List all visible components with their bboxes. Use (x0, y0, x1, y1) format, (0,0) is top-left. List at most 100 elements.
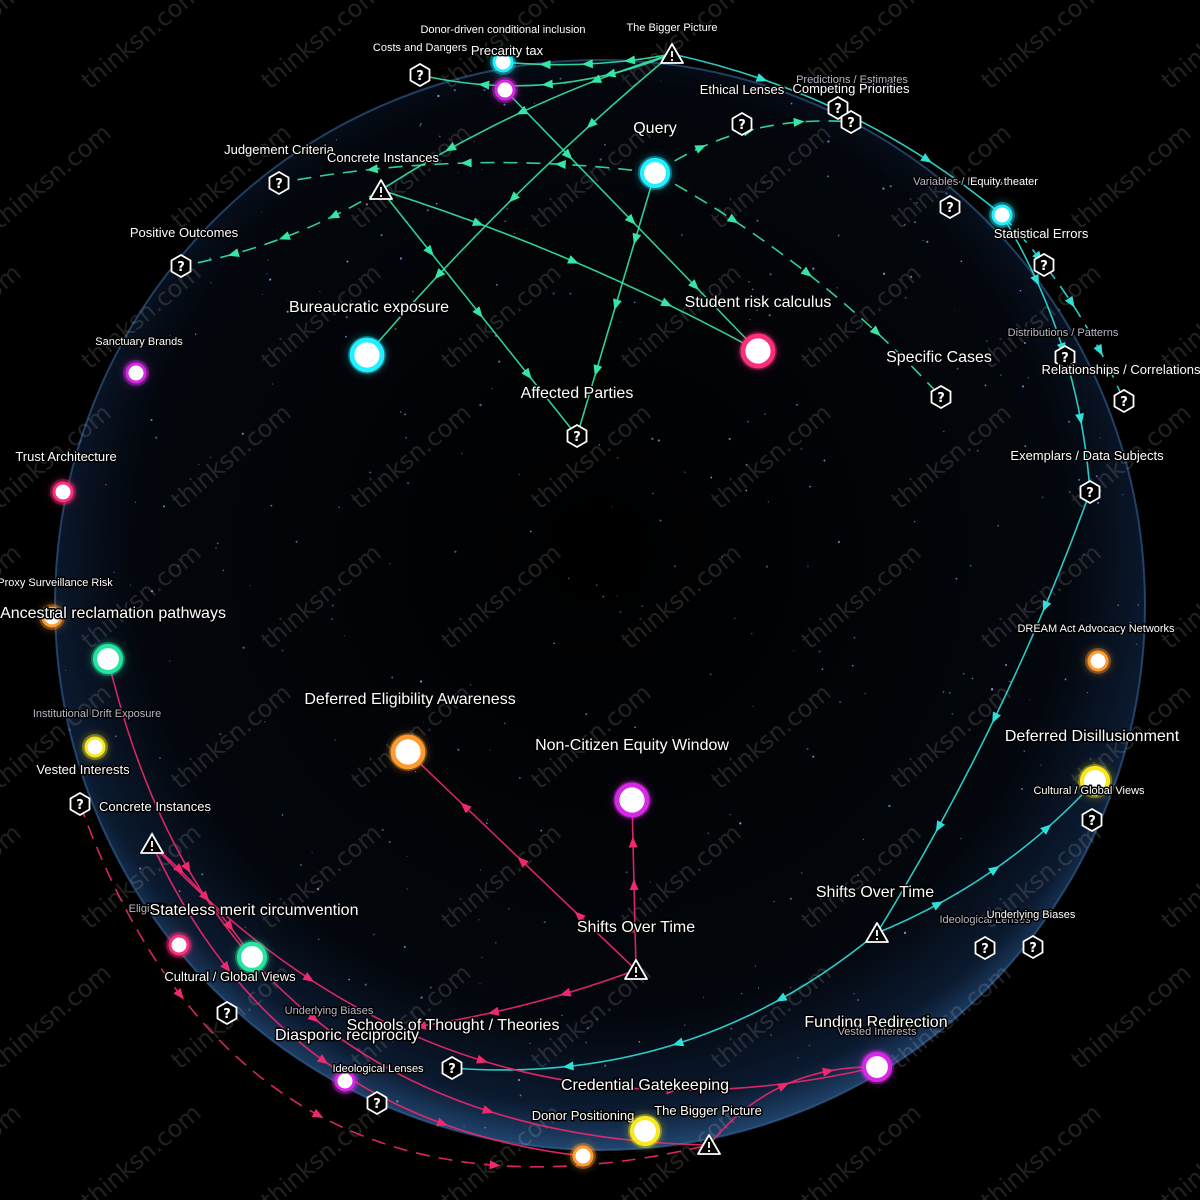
question-hex-icon[interactable]: ? (1022, 934, 1044, 960)
graph-node-credential-gatekeeping[interactable]: Credential Gatekeeping (559, 1076, 730, 1096)
warning-triangle-icon[interactable] (140, 833, 164, 854)
graph-node-costs-dangers[interactable]: ?Costs and Dangers (371, 41, 469, 88)
graph-node-deferred-eligibility[interactable]: Deferred Eligibility Awareness (303, 690, 517, 771)
question-hex-icon[interactable]: ? (974, 935, 996, 961)
question-hex-icon[interactable]: ? (366, 1090, 388, 1116)
node-dot[interactable] (861, 1051, 893, 1083)
warning-triangle-icon[interactable] (697, 1134, 721, 1155)
graph-node-institutional-drift[interactable]: Institutional Drift Exposure (31, 707, 162, 722)
node-dot[interactable] (125, 362, 147, 384)
question-hex-icon[interactable]: ? (566, 423, 588, 449)
question-hex-icon[interactable]: ? (1081, 807, 1103, 833)
graph-node-non-citizen-equity[interactable]: Non-Citizen Equity Window (534, 736, 731, 819)
question-hex-icon[interactable]: ? (731, 111, 753, 137)
graph-node-predictions[interactable]: ?Predictions / Estimates (795, 73, 910, 121)
graph-node-donor-positioning[interactable]: Donor Positioning (530, 1107, 636, 1169)
graph-node-precarity-tax-m[interactable] (492, 77, 518, 103)
graph-node-pink-left-small[interactable] (166, 932, 192, 958)
graph-node-sanctuary-brands[interactable]: Sanctuary Brands (94, 335, 185, 386)
node-dot[interactable] (629, 1115, 661, 1147)
question-hex-icon[interactable]: ? (930, 384, 952, 410)
graph-node-bigger-picture-top[interactable]: The Bigger Picture (625, 21, 719, 64)
question-hex-icon[interactable]: ? (1054, 344, 1076, 370)
question-hex-icon[interactable]: ? (840, 109, 862, 135)
graph-node-variables[interactable]: ?Variables / Metrics (912, 175, 1005, 220)
graph-node-yellow-bottom[interactable] (628, 1114, 662, 1148)
graph-node-deferred-disillusionment[interactable]: Deferred Disillusionment (1003, 727, 1181, 798)
graph-node-ideological-lenses-left[interactable]: Ideological Lenses (331, 1062, 426, 1094)
graph-node-relationships[interactable]: ?Relationships / Correlations (1040, 361, 1200, 414)
graph-node-underlying-biases-left[interactable]: Underlying Biases (283, 1004, 375, 1019)
graph-node-concrete-instances-left[interactable]: ?Concrete Instances (69, 791, 213, 817)
node-dot[interactable] (492, 51, 514, 73)
node-dot[interactable] (349, 337, 385, 373)
node-dot[interactable] (390, 734, 426, 770)
node-dot[interactable] (92, 643, 124, 675)
node-dot[interactable] (168, 934, 190, 956)
graph-node-vested-interests-right[interactable]: Vested Interests (836, 1025, 918, 1040)
warning-triangle-icon[interactable] (624, 959, 648, 980)
graph-node-competing-priorities[interactable]: ?Competing Priorities (791, 80, 912, 135)
node-dot[interactable] (572, 1145, 594, 1167)
graph-node-bureaucratic-exposure[interactable]: Bureaucratic exposure (287, 298, 451, 374)
graph-node-concrete-instances-top[interactable]: Concrete Instances (325, 149, 441, 200)
graph-node-proxy-surveillance[interactable]: Proxy Surveillance Risk (0, 576, 115, 591)
graph-node-student-risk[interactable]: Student risk calculus (683, 293, 833, 370)
question-hex-icon[interactable]: ? (69, 791, 91, 817)
graph-node-cultural-global-left[interactable]: ?Cultural / Global Views (163, 968, 298, 1026)
graph-node-judgement-criteria[interactable]: ?Judgement Criteria (223, 141, 336, 196)
question-hex-icon[interactable]: ? (216, 1000, 238, 1026)
graph-node-precarity-tax[interactable]: Precarity tax (469, 42, 545, 75)
graph-node-shifts-over-time-right[interactable]: Shifts Over Time (814, 883, 936, 943)
warning-triangle-icon[interactable] (369, 179, 393, 200)
graph-node-distributions[interactable]: ?Distributions / Patterns (1006, 326, 1120, 370)
node-dot[interactable] (639, 157, 671, 189)
node-dot[interactable] (84, 736, 106, 758)
node-dot[interactable] (334, 1070, 356, 1092)
node-dot[interactable] (41, 606, 63, 628)
graph-node-affected-parties[interactable]: ?Affected Parties (519, 384, 635, 449)
question-hex-icon[interactable]: ? (170, 253, 192, 279)
graph-node-ideo-hex-left[interactable]: ? (366, 1090, 388, 1116)
graph-node-shifts-over-time-center[interactable]: Shifts Over Time (575, 918, 697, 980)
node-dot[interactable] (1087, 650, 1109, 672)
question-hex-icon[interactable]: ? (1079, 479, 1101, 505)
warning-triangle-icon[interactable] (865, 922, 889, 943)
graph-node-specific-cases[interactable]: ?Specific Cases (885, 348, 993, 410)
graph-node-underlying-biases-right[interactable]: ?Underlying Biases (985, 908, 1077, 960)
graph-node-eligibility[interactable]: Eligibility (127, 902, 173, 917)
node-dot[interactable] (236, 941, 268, 973)
graph-node-donor-inclusion[interactable]: Donor-driven conditional inclusion (419, 23, 587, 38)
graph-node-ethical-lenses[interactable]: ?Ethical Lenses (698, 81, 786, 137)
graph-node-funding-redirection[interactable]: Funding Redirection (803, 1013, 949, 1084)
graph-node-statistical-errors[interactable]: ?Statistical Errors (992, 225, 1090, 278)
node-dot[interactable] (740, 333, 776, 369)
graph-node-schools-of-thought[interactable]: ?Schools of Thought / Theories (345, 1016, 561, 1081)
question-hex-icon[interactable]: ? (827, 95, 849, 121)
node-dot[interactable] (991, 204, 1013, 226)
node-dot[interactable] (52, 481, 74, 503)
question-hex-icon[interactable]: ? (441, 1055, 463, 1081)
node-dot[interactable] (1079, 765, 1111, 797)
question-hex-icon[interactable]: ? (409, 62, 431, 88)
question-hex-icon[interactable]: ? (1033, 252, 1055, 278)
warning-triangle-icon[interactable] (660, 43, 684, 64)
graph-node-warning-left[interactable] (140, 833, 164, 854)
graph-node-vested-interests-left[interactable]: Vested Interests (35, 734, 132, 779)
graph-node-cultural-global-right[interactable]: ?Cultural / Global Views (1032, 784, 1147, 833)
graph-node-dream-act[interactable]: DREAM Act Advocacy Networks (1016, 622, 1177, 674)
graph-node-ancestral-reclamation[interactable]: Ancestral reclamation pathways (0, 604, 227, 630)
question-hex-icon[interactable]: ? (268, 170, 290, 196)
graph-node-bigger-picture-bottom[interactable]: The Bigger Picture (653, 1102, 763, 1155)
question-hex-icon[interactable]: ? (1113, 388, 1135, 414)
node-dot[interactable] (614, 782, 650, 818)
graph-node-exemplars[interactable]: ?Exemplars / Data Subjects (1009, 447, 1166, 505)
graph-node-diasporic-reciprocity[interactable]: Diasporic reciprocity (273, 1026, 420, 1046)
graph-node-ideological-lenses-right[interactable]: ?Ideological Lenses (938, 913, 1033, 961)
graph-node-trust-architecture[interactable]: Trust Architecture (14, 448, 118, 505)
graph-node-positive-outcomes[interactable]: ?Positive Outcomes (128, 224, 240, 279)
question-hex-icon[interactable]: ? (939, 194, 961, 220)
graph-node-green-left[interactable] (91, 642, 125, 676)
node-dot[interactable] (494, 79, 516, 101)
